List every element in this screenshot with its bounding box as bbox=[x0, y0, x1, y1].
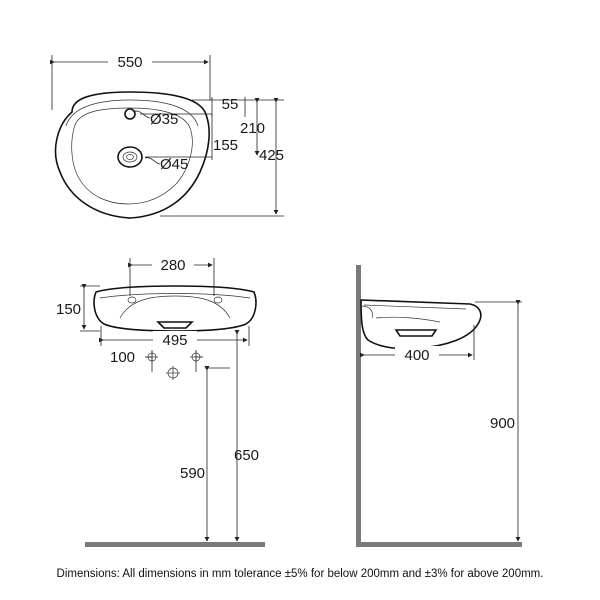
plan-view: 550 55 Ø35 Ø45 210 155 425 bbox=[50, 52, 284, 219]
waste-centre-mark bbox=[166, 366, 180, 380]
tap-hole bbox=[124, 108, 136, 120]
label-tap-hole: Ø35 bbox=[150, 111, 178, 128]
front-view: 280 150 495 100 bbox=[56, 256, 265, 547]
dim-overall-depth: 425 bbox=[259, 147, 284, 164]
dim-depth-to-tap: 210 bbox=[240, 120, 265, 137]
dim-fixing-height: 590 bbox=[180, 465, 205, 482]
label-waste-hole: Ø45 bbox=[160, 156, 188, 173]
footer-note: Dimensions: All dimensions in mm toleran… bbox=[56, 568, 544, 580]
wall bbox=[356, 265, 361, 547]
floor-side bbox=[356, 542, 522, 547]
waste-outlet bbox=[117, 146, 143, 168]
dim-fixing-spacing: 100 bbox=[110, 349, 135, 366]
dim-front-overall: 495 bbox=[162, 332, 187, 349]
dim-front-width: 280 bbox=[160, 257, 185, 274]
dim-side-projection: 400 bbox=[404, 347, 429, 364]
floor-front bbox=[85, 542, 265, 547]
dim-depth-to-waste: 155 bbox=[213, 137, 238, 154]
dim-basin-floor-height: 650 bbox=[234, 447, 259, 464]
front-basin-outline bbox=[93, 285, 257, 332]
dim-side-height: 900 bbox=[490, 415, 515, 432]
dim-tap-offset: 55 bbox=[222, 96, 239, 113]
plan-basin-outline bbox=[54, 91, 210, 219]
fixing-point-left bbox=[146, 351, 158, 363]
dim-basin-height: 150 bbox=[56, 301, 81, 318]
plan-bowl-outline bbox=[71, 107, 193, 205]
plan-bowl-rim bbox=[65, 99, 199, 127]
fixing-point-right bbox=[190, 351, 202, 363]
side-view: 400 900 bbox=[356, 265, 522, 547]
dim-top-width: 550 bbox=[117, 54, 142, 71]
